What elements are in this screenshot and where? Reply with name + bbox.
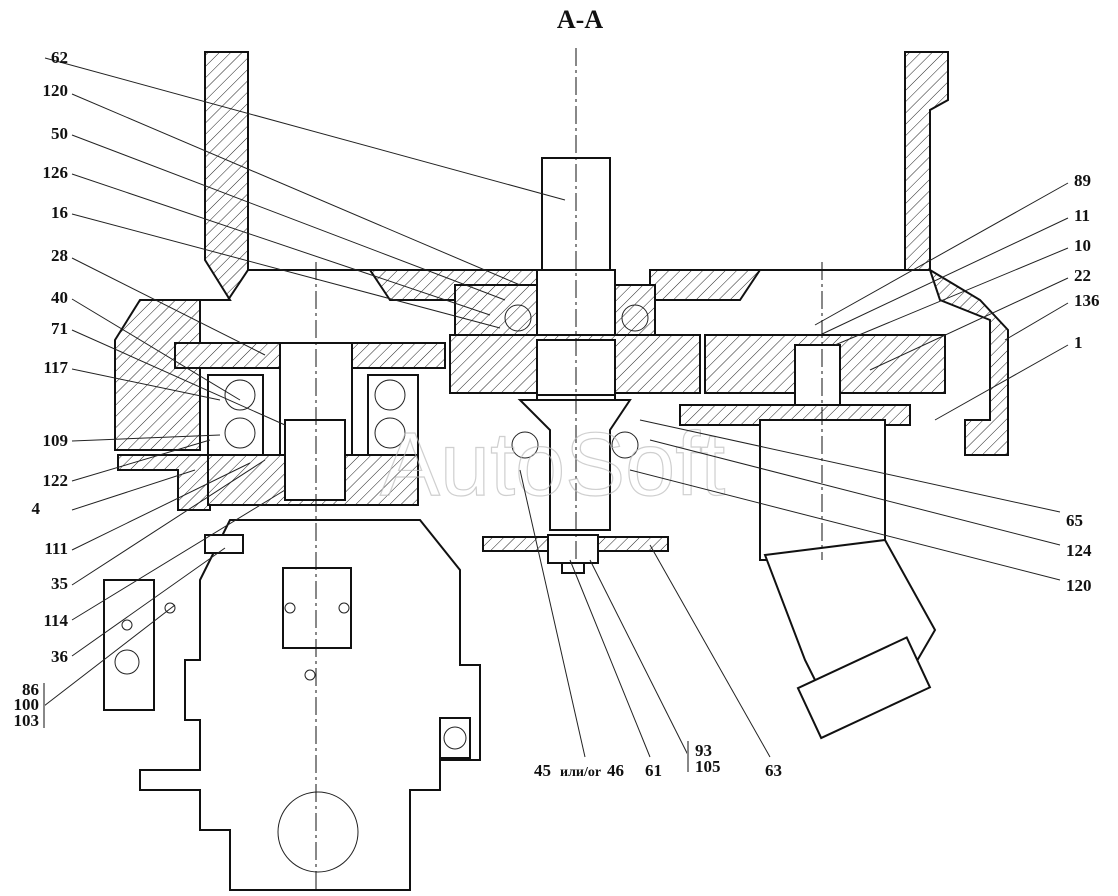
gear-right bbox=[679, 334, 946, 740]
section-title: A-A bbox=[557, 5, 603, 34]
label-22: 22 bbox=[1074, 266, 1091, 285]
label-120-right: 120 bbox=[1066, 576, 1092, 595]
label-71: 71 bbox=[51, 319, 68, 338]
label-63: 63 bbox=[765, 761, 782, 780]
label-117: 117 bbox=[43, 358, 68, 377]
label-93: 93 bbox=[695, 741, 712, 760]
housing bbox=[114, 51, 1009, 511]
label-122: 122 bbox=[43, 471, 69, 490]
label-65: 65 bbox=[1066, 511, 1083, 530]
label-40: 40 bbox=[51, 288, 68, 307]
label-or: или/or bbox=[560, 765, 601, 780]
label-109: 109 bbox=[43, 431, 69, 450]
label-1: 1 bbox=[1074, 333, 1083, 352]
label-114: 114 bbox=[43, 611, 68, 630]
label-4: 4 bbox=[32, 499, 41, 518]
label-105: 105 bbox=[695, 757, 721, 776]
label-126: 126 bbox=[43, 163, 69, 182]
pump-body bbox=[103, 519, 481, 891]
label-111: 111 bbox=[44, 539, 68, 558]
leader-lines bbox=[43, 57, 1069, 772]
labels-right: 89 11 10 22 136 1 65 124 120 bbox=[1066, 171, 1100, 595]
label-16: 16 bbox=[51, 203, 68, 222]
label-10: 10 bbox=[1074, 236, 1091, 255]
label-86: 86 bbox=[22, 680, 39, 699]
watermark: AutoSoft bbox=[380, 415, 725, 515]
label-124: 124 bbox=[1066, 541, 1092, 560]
label-46: 46 bbox=[607, 761, 624, 780]
label-120: 120 bbox=[43, 81, 69, 100]
label-45: 45 bbox=[534, 761, 551, 780]
label-35: 35 bbox=[51, 574, 68, 593]
label-36: 36 bbox=[51, 647, 68, 666]
label-62: 62 bbox=[51, 48, 68, 67]
labels-left: 62 120 50 126 16 28 40 71 117 109 122 4 … bbox=[14, 48, 69, 730]
label-11: 11 bbox=[1074, 206, 1090, 225]
label-136: 136 bbox=[1074, 291, 1100, 310]
label-61: 61 bbox=[645, 761, 662, 780]
label-100: 100 bbox=[14, 695, 40, 714]
label-89: 89 bbox=[1074, 171, 1091, 190]
label-28: 28 bbox=[51, 246, 68, 265]
label-103: 103 bbox=[14, 711, 40, 730]
label-50: 50 bbox=[51, 124, 68, 143]
labels-bottom: 45 или/or 46 61 93 105 63 bbox=[534, 741, 782, 780]
